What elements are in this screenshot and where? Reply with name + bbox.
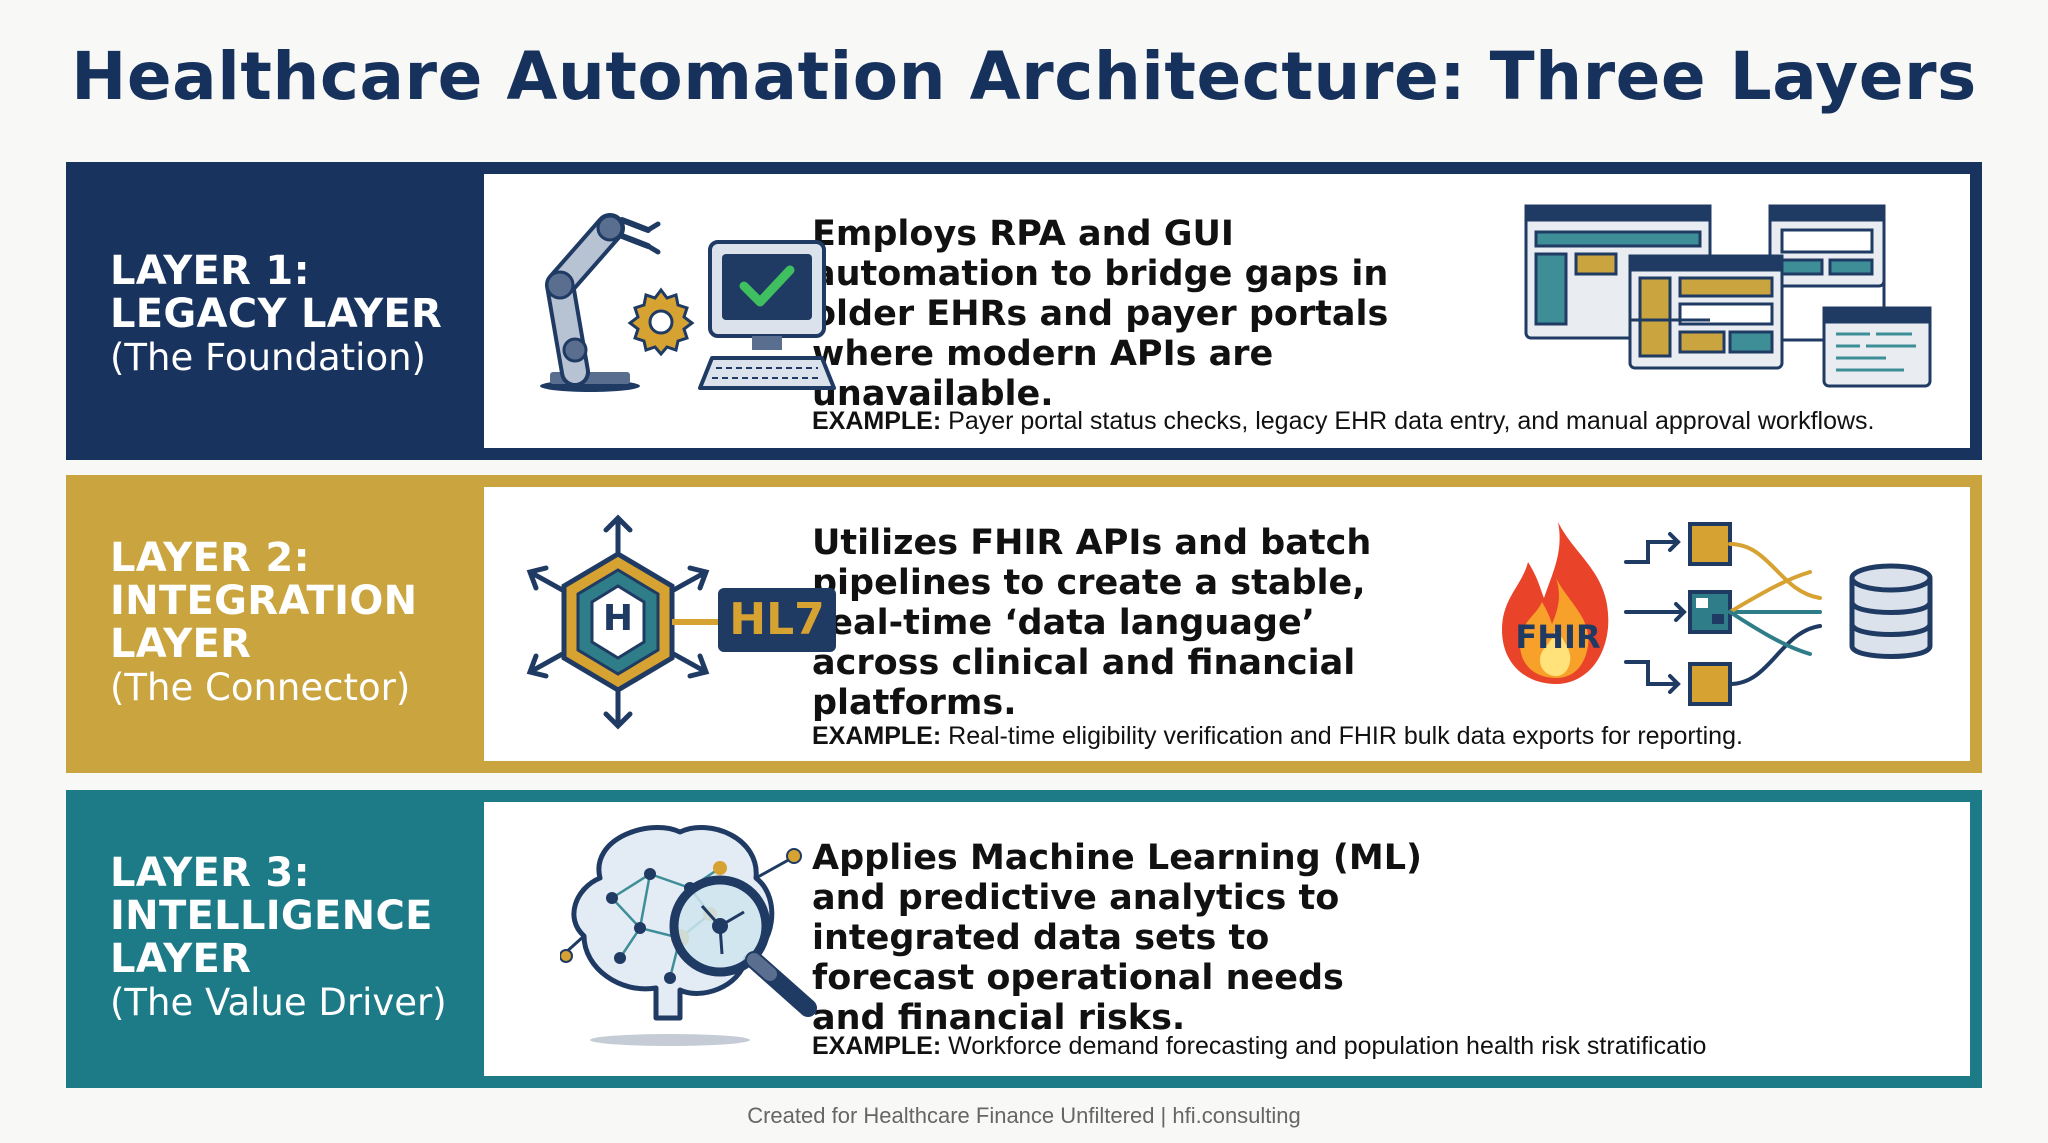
page-title: Healthcare Automation Architecture: Thre… <box>71 38 1977 115</box>
data-pipeline-icon <box>1624 522 1822 706</box>
layer-3-example: EXAMPLE: Workforce demand forecasting an… <box>812 1032 1706 1061</box>
layer-2-heading: LAYER 2: <box>110 535 310 581</box>
robot-arm-icon <box>540 213 661 392</box>
hexagon-hub-icon <box>526 514 710 730</box>
layer-3-heading-name: INTELLIGENCE <box>110 893 433 939</box>
layer-2-heading-suffix: LAYER <box>110 621 252 667</box>
fhir-flame-icon <box>1502 522 1609 684</box>
browser-windows-icon <box>1524 204 1932 388</box>
layer-2-subtitle: (The Connector) <box>110 666 411 709</box>
layer-1-label: LAYER 1: LEGACY LAYER (The Foundation) <box>110 250 442 380</box>
layer-2-example: EXAMPLE: Real-time eligibility verificat… <box>812 722 1743 751</box>
database-icon <box>1849 563 1933 659</box>
hub-letter: H <box>602 598 634 639</box>
layer-2-example-label: EXAMPLE: <box>812 722 942 750</box>
layer-2-heading-name: INTEGRATION <box>110 578 418 624</box>
layer-3-example-label: EXAMPLE: <box>812 1032 942 1060</box>
layer-1-heading: LAYER 1: <box>110 248 310 294</box>
magnifier-icon <box>669 875 817 1017</box>
footer-credit: Created for Healthcare Finance Unfiltere… <box>747 1103 1301 1128</box>
layer-1-example-text: Payer portal status checks, legacy EHR d… <box>948 407 1875 435</box>
layer-3-subtitle: (The Value Driver) <box>110 981 447 1024</box>
layer-1-description: Employs RPA and GUI automation to bridge… <box>812 214 1389 414</box>
layer-3-description: Applies Machine Learning (ML) and predic… <box>812 838 1423 1038</box>
layer-2-label: LAYER 2: INTEGRATION LAYER (The Connecto… <box>110 537 417 710</box>
layer-2-description: Utilizes FHIR APIs and batch pipelines t… <box>812 523 1372 723</box>
layer-3-heading: LAYER 3: <box>110 850 310 896</box>
hub-connector <box>672 619 724 625</box>
layer-1-example: EXAMPLE: Payer portal status checks, leg… <box>812 407 1875 436</box>
fhir-label: FHIR <box>1515 618 1601 656</box>
layer-3-heading-suffix: LAYER <box>110 936 252 982</box>
layer-3-label: LAYER 3: INTELLIGENCE LAYER (The Value D… <box>110 852 447 1025</box>
layer-3-example-text: Workforce demand forecasting and populat… <box>948 1032 1707 1060</box>
hl7-badge-icon: HL7 <box>718 588 836 652</box>
layer-1-subtitle: (The Foundation) <box>110 336 426 379</box>
layer-2-example-text: Real-time eligibility verification and F… <box>948 722 1743 750</box>
computer-checkmark-icon <box>698 240 836 390</box>
layer-1-example-label: EXAMPLE: <box>812 407 942 435</box>
gear-icon <box>627 287 695 356</box>
layer-1-heading-name: LEGACY LAYER <box>110 291 443 337</box>
